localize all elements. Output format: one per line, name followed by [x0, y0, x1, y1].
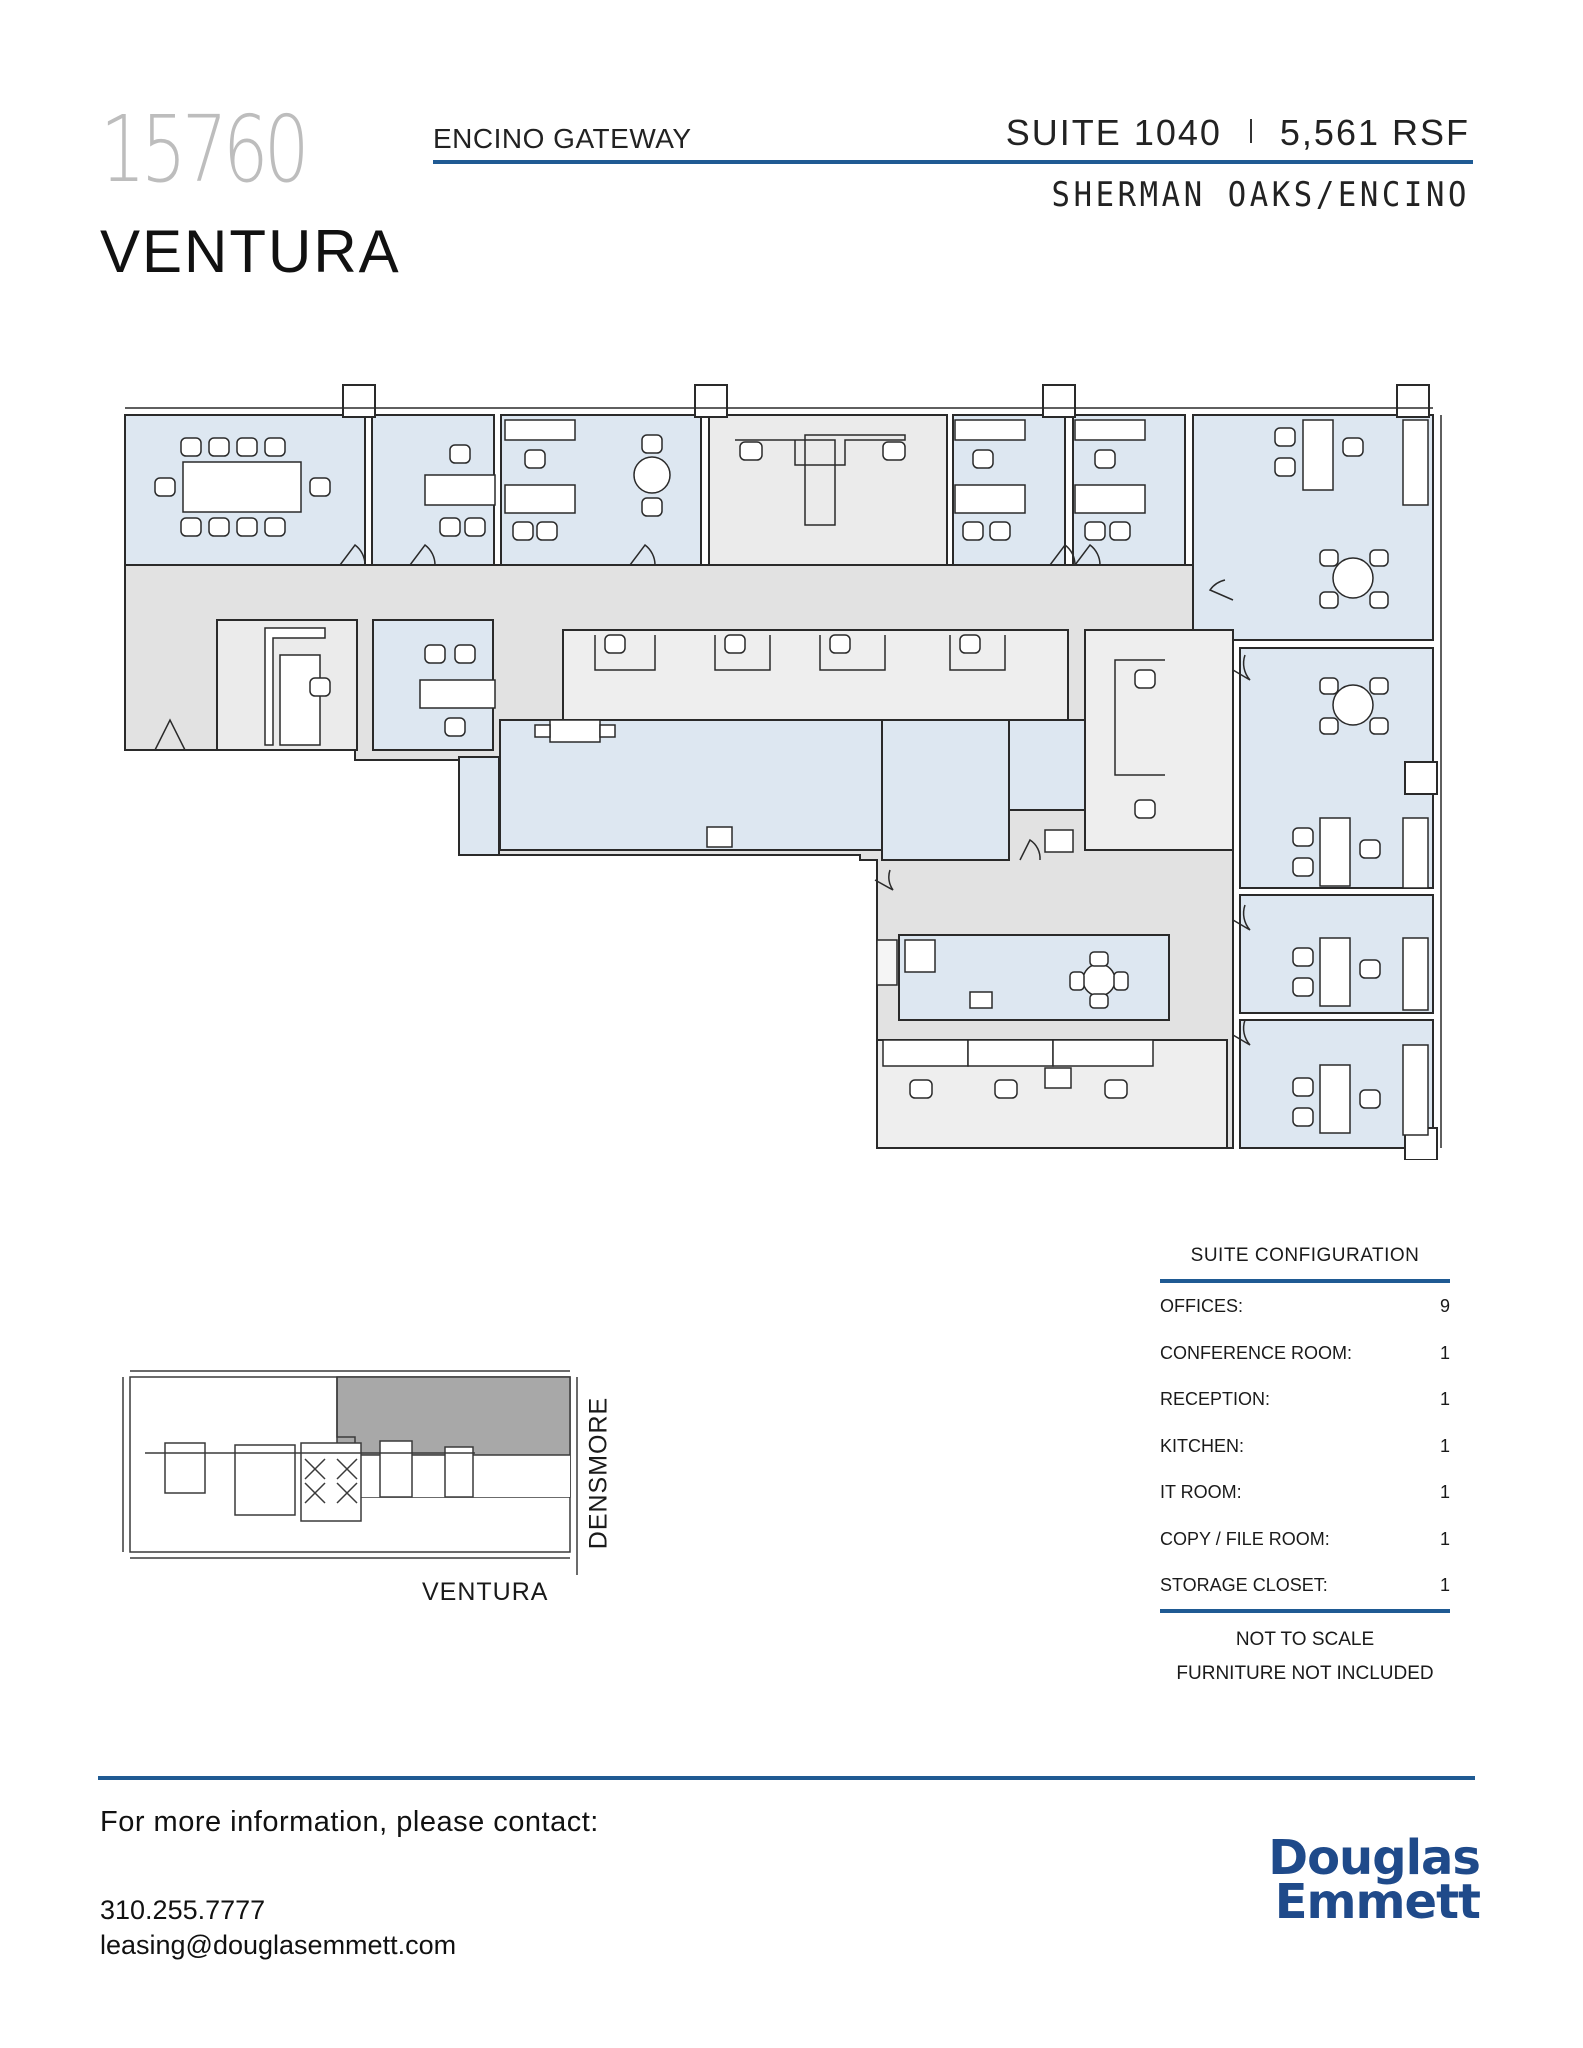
config-row: COPY / FILE ROOM:1: [1160, 1528, 1450, 1549]
suite-configuration: SUITE CONFIGURATION OFFICES:9 CONFERENCE…: [1160, 1245, 1450, 1691]
config-notes: NOT TO SCALE FURNITURE NOT INCLUDED: [1160, 1623, 1450, 1691]
note-furniture: FURNITURE NOT INCLUDED: [1176, 1662, 1434, 1684]
column: [1042, 384, 1076, 418]
open-area: [881, 719, 1010, 861]
storage-closet: [458, 756, 500, 856]
config-row: STORAGE CLOSET:1: [1160, 1575, 1450, 1595]
suite-info: SUITE 1040 5,561 RSF: [1005, 112, 1470, 154]
contact-phone[interactable]: 310.255.7777: [100, 1895, 266, 1925]
config-row: KITCHEN:1: [1160, 1435, 1450, 1456]
config-row: IT ROOM:1: [1160, 1482, 1450, 1502]
column: [694, 384, 728, 418]
config-rule-bottom: [1160, 1608, 1450, 1613]
suite-configuration-title: SUITE CONFIGURATION: [1190, 1245, 1420, 1266]
suite-number: SUITE 1040: [1005, 112, 1222, 153]
suite-size: 5,561 RSF: [1279, 112, 1470, 153]
street-label-densmore: DENSMORE: [584, 1396, 613, 1549]
separator: [1249, 119, 1252, 143]
header-rule: [433, 160, 1473, 164]
street-label-ventura: VENTURA: [422, 1578, 549, 1606]
key-map: [122, 1370, 578, 1575]
footer-rule: [98, 1776, 1475, 1780]
workstation-area: [562, 629, 1069, 721]
config-row: CONFERENCE ROOM:1: [1160, 1342, 1450, 1363]
conference-table: [182, 461, 302, 513]
it-room: [1008, 719, 1086, 811]
contact-heading: For more information, please contact:: [100, 1806, 599, 1838]
douglas-emmett-logo: Douglas Emmett: [1268, 1830, 1481, 1930]
floor-plan: [124, 384, 1442, 1160]
config-row: OFFICES:9: [1160, 1296, 1450, 1316]
config-rule-top: [1160, 1279, 1450, 1283]
address-number: 15760: [100, 96, 310, 203]
address-street: VENTURA: [100, 218, 401, 285]
submarket: SHERMAN OAKS/ENCINO: [1051, 175, 1470, 215]
contact-email[interactable]: leasing@douglasemmett.com: [100, 1930, 457, 1960]
column: [1404, 761, 1438, 795]
column: [342, 384, 376, 418]
building-name: ENCINO GATEWAY: [433, 123, 692, 154]
column: [1396, 384, 1430, 418]
note-not-to-scale: NOT TO SCALE: [1235, 1628, 1375, 1650]
config-row: RECEPTION:1: [1160, 1389, 1450, 1409]
workstation-area: [1084, 629, 1234, 851]
